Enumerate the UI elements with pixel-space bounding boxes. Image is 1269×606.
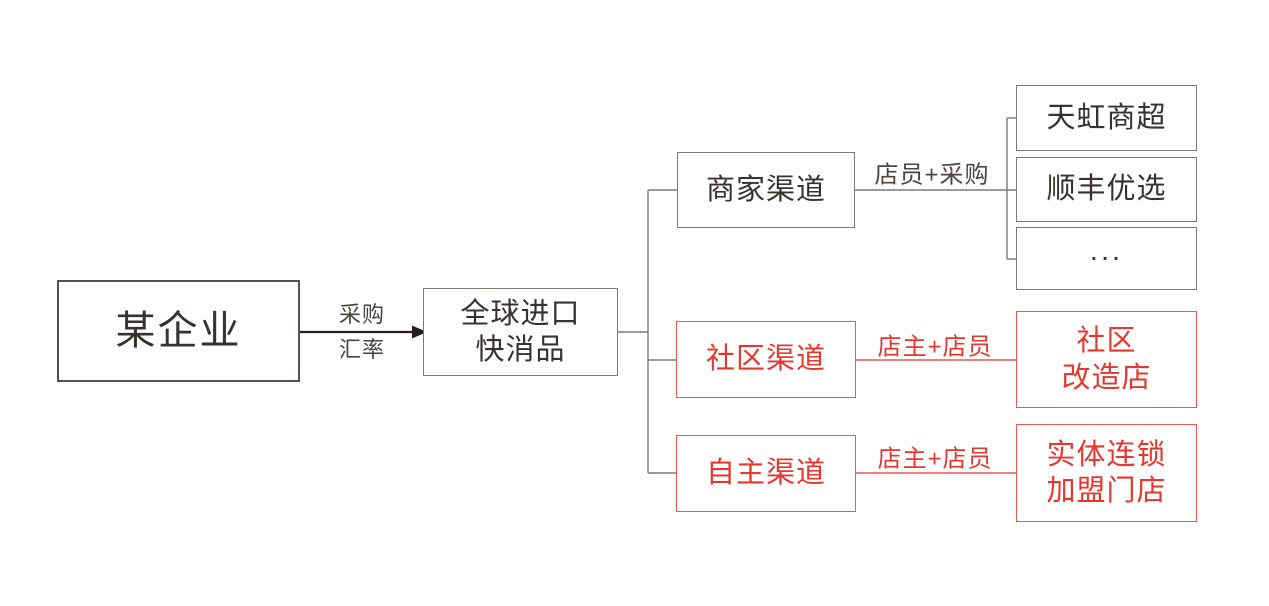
edge-label-owner-plus-clerk-independent: 店主+店员 xyxy=(877,445,993,473)
node-global-import-fmcg-line1: 全球进口 xyxy=(460,297,581,330)
node-more-ellipsis-label: ... xyxy=(1089,235,1124,268)
node-chain-franchise-store-line1: 实体连锁 xyxy=(1046,438,1167,471)
tree-product-to-channels xyxy=(618,189,677,474)
node-company: 某企业 xyxy=(57,280,300,382)
node-community-renovation-store-line2: 改造店 xyxy=(1061,361,1152,394)
node-merchant-channel: 商家渠道 xyxy=(677,152,855,228)
edge-label-owner-plus-clerk-community: 店主+店员 xyxy=(877,333,993,361)
tree-merchant-to-retailers xyxy=(855,117,1016,260)
node-independent-channel: 自主渠道 xyxy=(676,435,856,512)
node-sf-best-choice: 顺丰优选 xyxy=(1016,157,1197,222)
edge-label-procurement: 采购 xyxy=(338,302,386,327)
node-more-ellipsis: ... xyxy=(1016,227,1197,290)
node-community-renovation-store-line1: 社区 xyxy=(1076,325,1137,358)
arrow-company-to-product xyxy=(300,325,427,339)
node-community-renovation-store: 社区 改造店 xyxy=(1016,311,1197,408)
node-chain-franchise-store-line2: 加盟门店 xyxy=(1046,475,1167,507)
node-sf-best-choice-label: 顺丰优选 xyxy=(1046,173,1167,206)
node-company-label: 某企业 xyxy=(115,309,242,353)
node-tianhong-supermarket: 天虹商超 xyxy=(1016,85,1197,151)
node-chain-franchise-store: 实体连锁 加盟门店 xyxy=(1016,424,1197,522)
node-tianhong-supermarket-label: 天虹商超 xyxy=(1046,101,1167,134)
node-global-import-fmcg: 全球进口 快消品 xyxy=(423,288,618,376)
node-community-channel: 社区渠道 xyxy=(676,321,856,398)
node-community-channel-label: 社区渠道 xyxy=(705,343,826,376)
edge-label-exchange-rate: 汇率 xyxy=(338,337,386,362)
node-merchant-channel-label: 商家渠道 xyxy=(705,173,826,206)
node-global-import-fmcg-line2: 快消品 xyxy=(475,334,566,366)
edge-label-clerk-plus-procurement: 店员+采购 xyxy=(874,161,990,189)
node-independent-channel-label: 自主渠道 xyxy=(705,457,826,490)
